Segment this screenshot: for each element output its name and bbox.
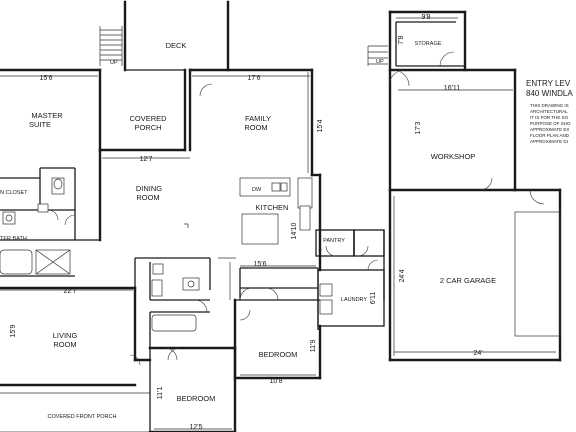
room-label-bedroom-a: BEDROOM <box>259 350 298 359</box>
dim-garage-width: 24' <box>473 350 482 357</box>
dim-living-depth: 15'9 <box>10 324 17 337</box>
dim-laundry-depth: 6'11 <box>370 292 377 305</box>
dim-bedroom-b-depth: 11'1 <box>157 387 164 400</box>
room-label-workshop: WORKSHOP <box>431 152 476 161</box>
dimension-labels: 15'6 17'6 12'7 22'7 15'6 10'8 12'5 9'8 1… <box>10 14 483 431</box>
title-line-2: 840 WINDLA <box>526 89 573 98</box>
dim-hall-width: 15'6 <box>253 261 266 268</box>
disclaimer-line-5: APPROXIMATE EX <box>530 127 569 132</box>
disclaimer-line-3: IT IS FOR THE SO <box>530 115 569 120</box>
dim-bedroom-a-depth: 11'9 <box>310 340 317 353</box>
appliance-label-dw: DW <box>252 187 262 193</box>
dim-bedroom-a-width: 10'8 <box>269 378 282 385</box>
disclaimer-line-2: ARCHITECTURAL <box>530 109 568 114</box>
room-label-pantry: PANTRY <box>323 238 345 244</box>
dim-family-width: 17'6 <box>247 75 260 82</box>
dim-dining-width: 12'7 <box>139 156 152 163</box>
disclaimer-line-6: FLOOR PLAN AND <box>530 133 570 138</box>
disclaimer-line-7: APPROXIMATE DI <box>530 139 568 144</box>
garage-building-walls <box>367 10 562 362</box>
dim-master-width: 15'6 <box>39 75 52 82</box>
room-label-storage: STORAGE <box>415 41 442 47</box>
room-label-master-1: MASTER <box>31 111 63 120</box>
room-label-family-2: ROOM <box>244 123 267 132</box>
room-label-closet: N CLOSET <box>0 190 28 196</box>
title-block: ENTRY LEV 840 WINDLA THIS DRAWING IS ARC… <box>526 79 573 144</box>
dim-workshop-width: 16'11 <box>444 85 460 92</box>
room-label-kitchen: KITCHEN <box>256 203 289 212</box>
room-label-dining-1: DINING <box>136 184 162 193</box>
room-labels: DECK MASTER SUITE COVERED PORCH FAMILY R… <box>0 41 496 420</box>
room-label-laundry: LAUNDRY <box>341 297 368 303</box>
room-label-living-1: LIVING <box>53 331 78 340</box>
room-label-deck: DECK <box>166 41 187 50</box>
house-walls <box>0 0 385 432</box>
disclaimer-line-1: THIS DRAWING IS <box>530 103 569 108</box>
stair-label-up-right: UP <box>376 59 384 65</box>
room-label-master-2: SUITE <box>29 120 51 129</box>
room-label-dining-2: ROOM <box>136 193 159 202</box>
room-label-living-2: ROOM <box>53 340 76 349</box>
title-line-1: ENTRY LEV <box>526 79 571 88</box>
stair-label-up-left: UP <box>110 60 118 66</box>
room-label-bath: TER BATH <box>0 236 27 242</box>
room-label-front-porch: COVERED FRONT PORCH <box>48 414 117 420</box>
dim-garage-depth: 24'4 <box>399 269 406 282</box>
disclaimer-line-4: PURPOSE OF SHO <box>530 121 571 126</box>
room-label-porch-1: COVERED <box>129 114 167 123</box>
room-label-garage: 2 CAR GARAGE <box>440 276 496 285</box>
dim-family-depth: 15'4 <box>317 119 324 132</box>
dimension-lines <box>0 17 556 430</box>
dim-workshop-depth: 17'3 <box>415 121 422 134</box>
dim-storage-width: 9'8 <box>421 14 430 21</box>
room-label-family-1: FAMILY <box>245 114 271 123</box>
dim-bedroom-b-width: 12'5 <box>189 424 202 431</box>
room-label-bedroom-b: BEDROOM <box>177 394 216 403</box>
dim-storage-depth: 7'8 <box>398 35 405 44</box>
room-label-porch-2: PORCH <box>134 123 161 132</box>
dim-living-width: 22'7 <box>63 288 76 295</box>
dim-kitchen-depth: 14'10 <box>291 222 298 239</box>
